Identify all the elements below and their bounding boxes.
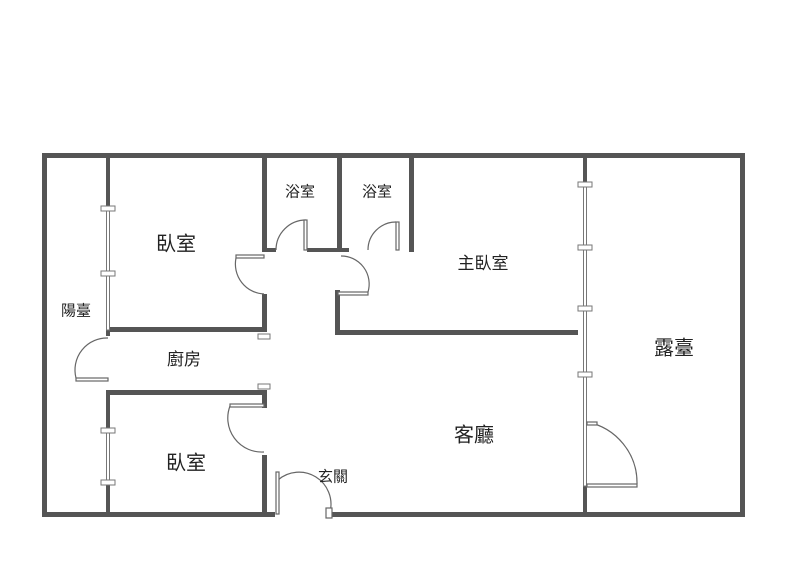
room-label-bedroom-top: 臥室: [156, 232, 196, 256]
room-label-entrance: 玄關: [318, 468, 348, 486]
doors: [74, 219, 638, 519]
room-labels: 臥室 浴室 浴室 主臥室 陽臺 廚房 露臺 客廳 臥室 玄關: [61, 183, 694, 486]
room-label-bathroom-2: 浴室: [362, 183, 392, 201]
room-label-bathroom-1: 浴室: [285, 183, 315, 201]
room-label-terrace: 露臺: [654, 336, 694, 360]
interior-walls: [106, 158, 587, 514]
room-label-bedroom-bottom: 臥室: [166, 451, 206, 475]
room-label-kitchen: 廚房: [167, 349, 201, 370]
room-label-master-bedroom: 主臥室: [458, 254, 509, 274]
exterior-walls: [42, 153, 745, 517]
room-label-living-room: 客廳: [454, 423, 494, 447]
room-label-balcony: 陽臺: [61, 302, 91, 320]
windows: [100, 181, 593, 487]
